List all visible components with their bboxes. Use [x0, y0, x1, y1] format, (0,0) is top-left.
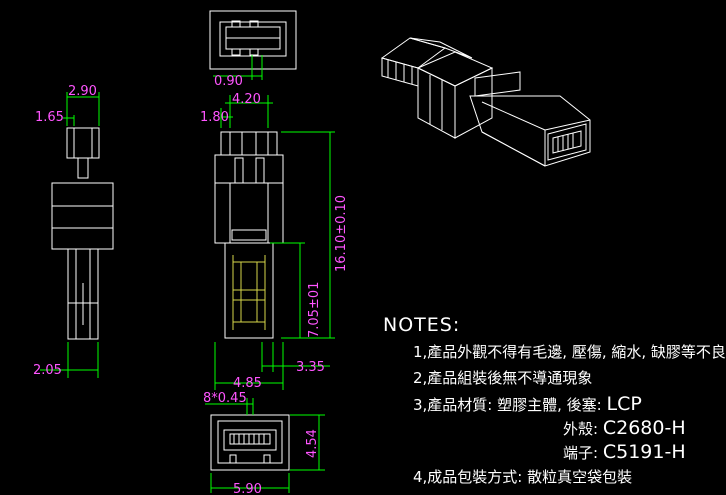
dim-4-54: 4.54: [305, 429, 320, 458]
dim-2-05: 2.05: [33, 363, 62, 378]
bottom-end-view: [210, 414, 290, 471]
notes-title: NOTES:: [383, 314, 461, 336]
note-item-3-label: 3,產品材質: 塑膠主體, 後塞:: [413, 396, 602, 414]
note-item-3: 3,產品材質: 塑膠主體, 後塞: LCP: [413, 393, 642, 415]
dim-4-85: 4.85: [233, 376, 262, 391]
note-item-3-terminal: 端子: C5191-H: [563, 441, 686, 463]
front-view-dims: [214, 95, 335, 390]
dim-2-90: 2.90: [68, 84, 97, 99]
note-item-3-shell-label: 外殼:: [563, 420, 599, 438]
side-view-dims: [40, 92, 100, 378]
note-item-3-value: LCP: [606, 393, 642, 415]
top-end-view: [209, 10, 297, 70]
note-item-4: 4,成品包裝方式: 散粒真空袋包裝: [413, 468, 633, 486]
note-item-2: 2,產品組裝後無不導通現象: [413, 369, 593, 387]
note-item-3-terminal-label: 端子:: [563, 444, 599, 462]
note-item-3-shell: 外殼: C2680-H: [563, 417, 686, 439]
dim-0-90: 0.90: [214, 74, 243, 89]
dim-3-35: 3.35: [296, 360, 325, 375]
bottom-end-view-dims: [205, 398, 325, 493]
top-end-view-dims: [213, 55, 263, 80]
side-view: [51, 127, 114, 340]
dim-4-20: 4.20: [232, 92, 261, 107]
dim-16-10: 16.10±0.10: [334, 195, 349, 272]
note-item-1: 1,產品外觀不得有毛邊, 壓傷, 縮水, 缺膠等不良: [413, 343, 726, 361]
front-view: [214, 131, 284, 339]
note-item-3-terminal-value: C5191-H: [602, 441, 686, 463]
dim-1-80: 1.80: [200, 110, 229, 125]
note-item-3-shell-value: C2680-H: [602, 417, 686, 439]
dim-1-65: 1.65: [35, 110, 64, 125]
dim-8x0-45: 8*0.45: [203, 391, 247, 406]
dim-7-05: 7.05±01: [307, 282, 322, 338]
isometric-view: [380, 37, 591, 167]
dim-5-90: 5.90: [233, 482, 262, 495]
